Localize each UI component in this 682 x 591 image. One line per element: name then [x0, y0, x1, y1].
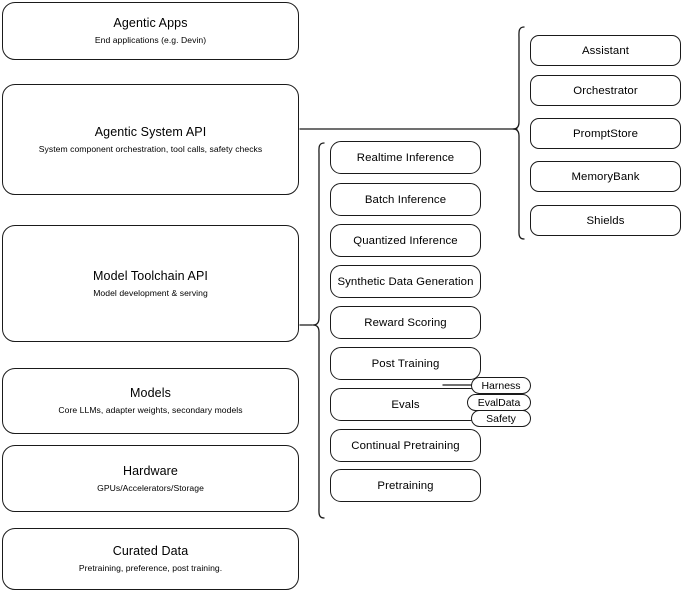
layer-subtitle: End applications (e.g. Devin) [94, 35, 207, 45]
left-bracket [312, 142, 325, 519]
system-component-box-promptstore[interactable]: PromptStore [530, 118, 681, 149]
layer-subtitle: Core LLMs, adapter weights, secondary mo… [58, 405, 243, 415]
capability-box-batch-inference[interactable]: Batch Inference [330, 183, 481, 216]
system-component-box-assistant[interactable]: Assistant [530, 35, 681, 66]
capability-box-post-training[interactable]: Post Training [330, 347, 481, 380]
layer-box-model-toolchain-api[interactable]: Model Toolchain API Model development & … [2, 225, 299, 342]
layer-box-agentic-apps[interactable]: Agentic Apps End applications (e.g. Devi… [2, 2, 299, 60]
eval-badge-label: EvalData [477, 396, 521, 409]
capability-label: Synthetic Data Generation [337, 275, 474, 288]
eval-badge-label: Harness [481, 379, 521, 392]
capability-label: Reward Scoring [364, 316, 447, 329]
layer-title: Curated Data [112, 544, 189, 558]
capability-box-continual-pretraining[interactable]: Continual Pretraining [330, 429, 481, 462]
capability-label: Batch Inference [364, 193, 447, 206]
system-component-label: MemoryBank [571, 170, 640, 183]
layer-box-curated-data[interactable]: Curated Data Pretraining, preference, po… [2, 528, 299, 590]
layer-title: Models [130, 386, 171, 400]
layer-title: Model Toolchain API [93, 268, 208, 283]
eval-badge-safety[interactable]: Safety [471, 410, 531, 427]
right-bracket [512, 26, 525, 240]
capability-box-pretraining[interactable]: Pretraining [330, 469, 481, 502]
eval-badge-harness[interactable]: Harness [471, 377, 531, 394]
capability-box-synthetic-data-generation[interactable]: Synthetic Data Generation [330, 265, 481, 298]
capability-label: Evals [391, 398, 420, 411]
layer-box-hardware[interactable]: Hardware GPUs/Accelerators/Storage [2, 445, 299, 512]
capability-label: Quantized Inference [353, 234, 458, 247]
capability-box-realtime-inference[interactable]: Realtime Inference [330, 141, 481, 174]
layer-title: Agentic Apps [113, 16, 188, 30]
eval-badge-label: Safety [486, 412, 516, 425]
system-component-label: PromptStore [572, 127, 639, 140]
capability-box-evals[interactable]: Evals [330, 388, 481, 421]
capability-label: Realtime Inference [356, 151, 455, 164]
capability-box-quantized-inference[interactable]: Quantized Inference [330, 224, 481, 257]
layer-subtitle: Model development & serving [93, 287, 208, 298]
system-component-box-memorybank[interactable]: MemoryBank [530, 161, 681, 192]
eval-badge-evaldata[interactable]: EvalData [467, 394, 531, 411]
layer-box-models[interactable]: Models Core LLMs, adapter weights, secon… [2, 368, 299, 434]
layer-title: Hardware [123, 463, 178, 478]
system-component-box-orchestrator[interactable]: Orchestrator [530, 75, 681, 106]
layer-subtitle: System component orchestration, tool cal… [38, 143, 263, 154]
capability-label: Continual Pretraining [351, 439, 460, 452]
layer-title: Agentic System API [94, 124, 207, 139]
capability-label: Post Training [371, 357, 440, 370]
capability-box-reward-scoring[interactable]: Reward Scoring [330, 306, 481, 339]
system-component-label: Shields [586, 214, 625, 227]
system-component-box-shields[interactable]: Shields [530, 205, 681, 236]
layer-subtitle: Pretraining, preference, post training. [78, 563, 223, 573]
system-component-label: Orchestrator [573, 84, 638, 97]
capability-label: Pretraining [377, 479, 434, 492]
system-component-label: Assistant [581, 44, 630, 57]
layer-subtitle: GPUs/Accelerators/Storage [97, 482, 204, 493]
layer-box-agentic-system-api[interactable]: Agentic System API System component orch… [2, 84, 299, 195]
